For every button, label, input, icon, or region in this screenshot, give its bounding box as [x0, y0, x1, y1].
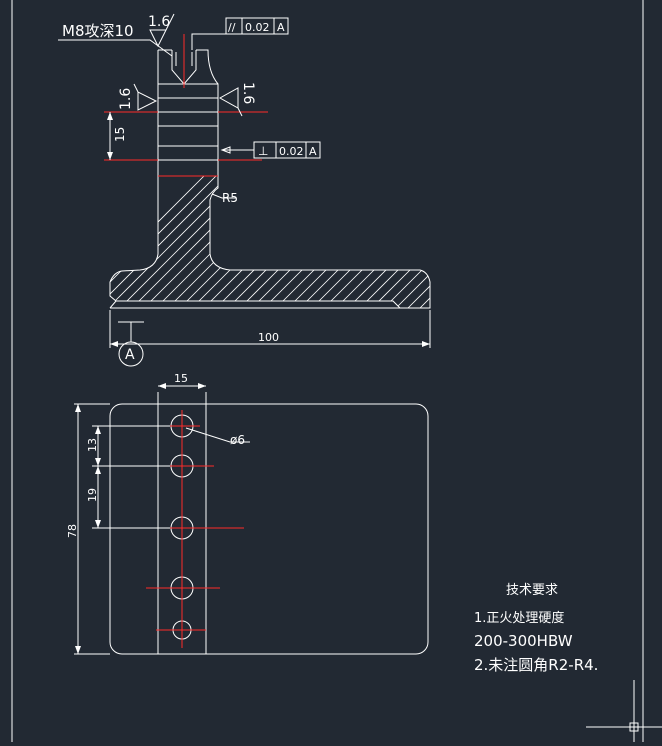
datum-circle: [118, 341, 144, 367]
roughness-symbol-right: [218, 87, 243, 117]
notes-line-1: 1.正火处理硬度: [474, 610, 564, 626]
perpendicular-tolerance-frame: [253, 141, 321, 159]
dim-15-vertical-label: 15: [113, 127, 127, 142]
section-hatch: [110, 176, 430, 308]
datum-label: A: [125, 347, 135, 363]
perpendicular-datum: A: [309, 145, 317, 158]
dim-13-label: 13: [86, 438, 99, 452]
dim-100-label: 100: [258, 331, 279, 344]
cad-crosshair-cursor: [586, 680, 662, 742]
roughness-top-label: 1.6: [148, 14, 170, 30]
hole-dia-leader: [185, 427, 250, 443]
thread-callout-label: M8攻深10: [62, 22, 134, 40]
dim-78-label: 78: [66, 524, 79, 538]
dim-15-horizontal-label: 15: [174, 372, 188, 385]
section-outline: [109, 176, 431, 309]
hole-dia-label: ø6: [230, 433, 245, 447]
radius-leader: [211, 193, 236, 199]
front-view: 1.6 1.6 1.6 M8攻深10 // 0.02 A ⊥ 0.02 A R5…: [58, 13, 431, 367]
parallel-value: 0.02: [245, 21, 270, 34]
dim-19-label: 19: [86, 488, 99, 502]
perpendicular-symbol: ⊥: [258, 144, 268, 158]
technical-notes: 技术要求 1.正火处理硬度 200-300HBW 2.未注圆角R2-R4.: [474, 583, 598, 674]
roughness-symbol-top: [149, 13, 175, 48]
parallel-datum: A: [277, 21, 285, 34]
roughness-left-label: 1.6: [118, 88, 134, 110]
top-view: 15 ø6 13 19 78: [66, 372, 429, 655]
parallel-tolerance-frame: [225, 17, 289, 35]
parallel-leader: [191, 33, 226, 50]
radius-label: R5: [222, 191, 238, 205]
top-boss-outline: [157, 49, 219, 85]
thread-leader: [58, 39, 173, 57]
notes-line-2: 200-300HBW: [474, 632, 573, 650]
plate-outline: [109, 403, 429, 655]
notes-line-3: 2.未注圆角R2-R4.: [474, 656, 598, 674]
notes-title: 技术要求: [506, 583, 558, 598]
parallel-symbol: //: [228, 21, 236, 34]
datum-symbol: [118, 321, 144, 342]
roughness-right-label: 1.6: [240, 82, 256, 104]
roughness-symbol-left: [133, 83, 158, 111]
perpendicular-value: 0.02: [279, 145, 304, 158]
